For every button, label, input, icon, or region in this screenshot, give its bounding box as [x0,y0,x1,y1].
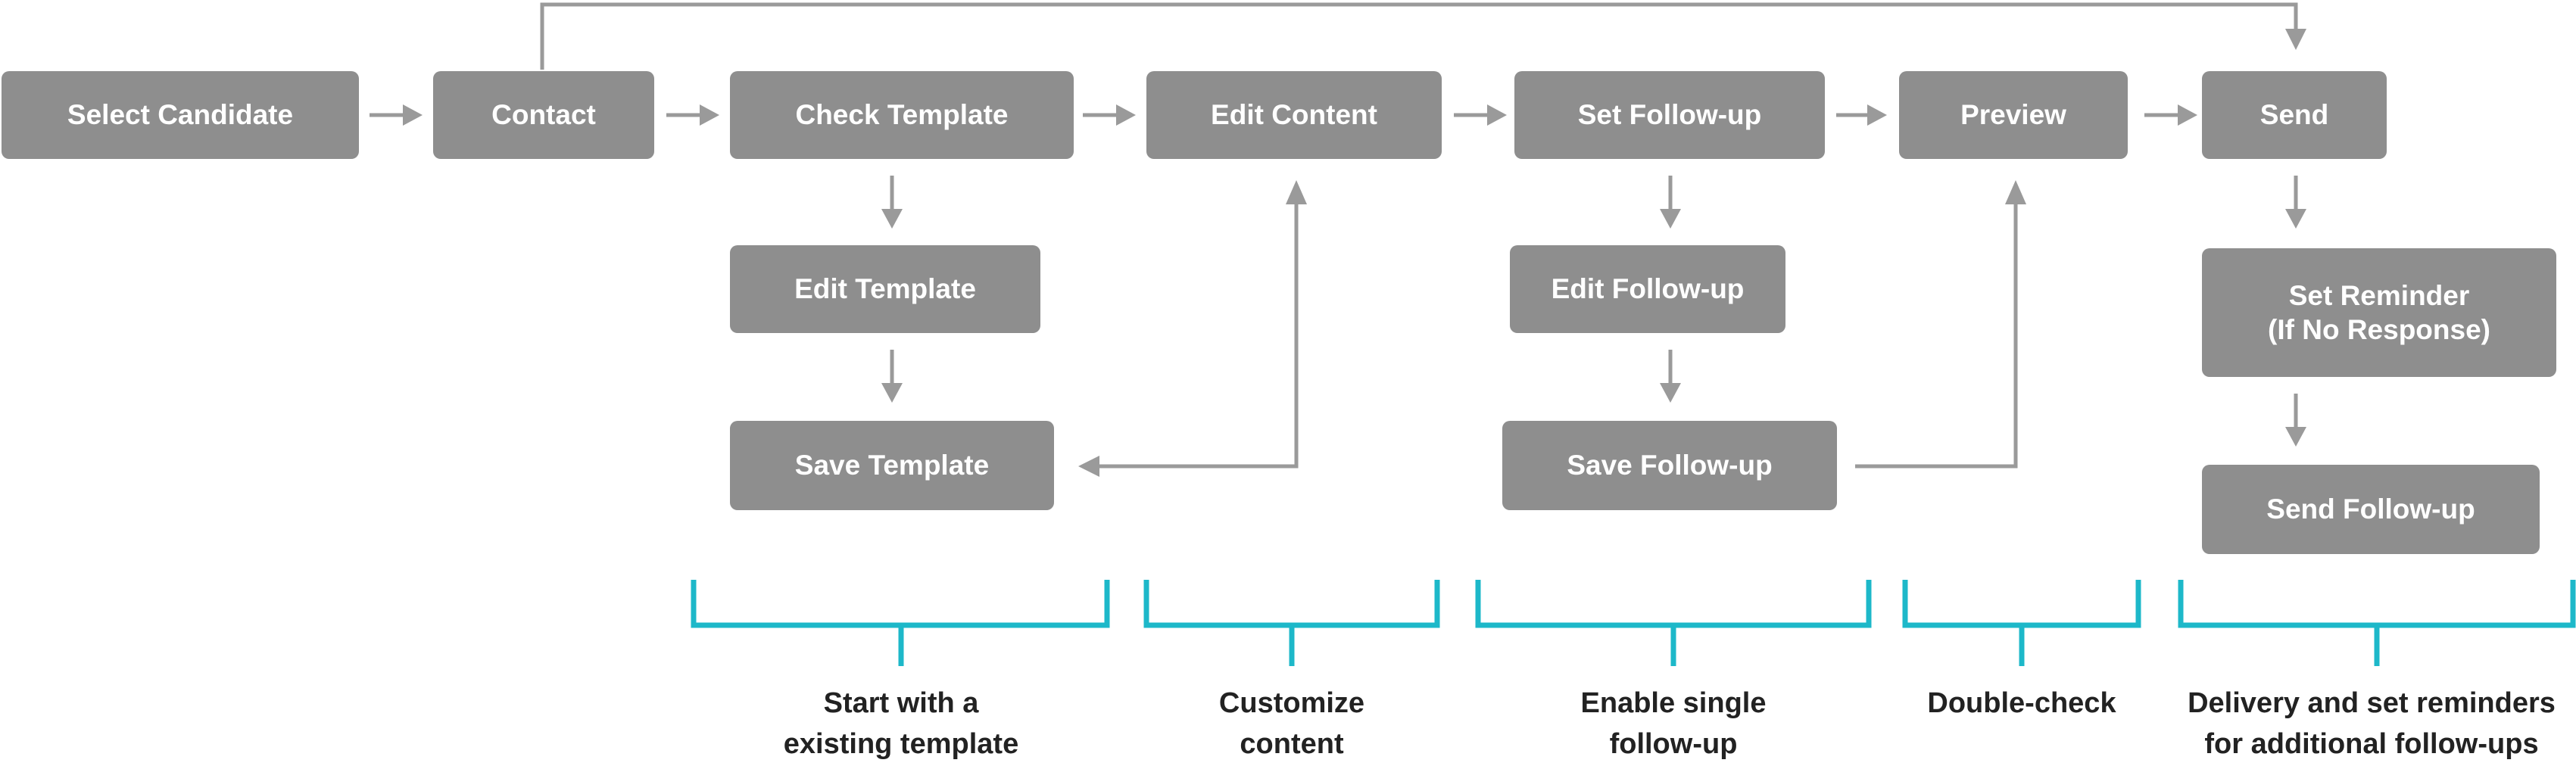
arrow-check-template-to-edit-template [881,176,903,229]
arrow-edit-template-to-save-template [881,350,903,403]
arrow-contact-to-check-template [666,104,719,126]
caption-delivery: Delivery and set reminders for additiona… [2188,687,2556,760]
node-send: Send [2202,71,2387,159]
arrow-save-follow-up-to-preview [1855,180,2026,469]
bracket-double-check [1902,580,2141,666]
node-save-follow-up: Save Follow-up [1502,421,1837,510]
arrow-select-to-contact [370,104,423,126]
arrow-set-reminder-to-send-follow-up [2285,394,2306,447]
arrow-edit-content-to-set-follow-up [1454,104,1507,126]
arrow-edit-follow-up-to-save-follow-up [1660,350,1681,403]
caption-template: Start with a existing template [783,687,1019,760]
node-label: Edit Content [1211,99,1377,131]
node-label: Edit Template [794,273,976,305]
arrow-send-to-set-reminder [2285,176,2306,229]
node-set-reminder: Set Reminder (If No Response) [2202,248,2556,377]
node-set-follow-up: Set Follow-up [1514,71,1825,159]
caption-double-check: Double-check [1927,687,2116,719]
caption-follow-up: Enable single follow-up [1580,687,1767,760]
node-check-template: Check Template [730,71,1074,159]
node-label: Send [2259,99,2329,131]
node-select-candidate: Select Candidate [2,71,359,159]
node-label: Check Template [795,99,1009,131]
caption-customize: Customize content [1218,687,1365,760]
node-label: Save Follow-up [1567,450,1773,481]
bracket-template [691,580,1110,666]
node-save-template: Save Template [730,421,1054,510]
arrow-check-template-to-edit-content [1083,104,1136,126]
node-label: Edit Follow-up [1551,273,1745,305]
node-label: Contact [491,99,596,131]
node-edit-template: Edit Template [730,245,1040,333]
bracket-customize [1143,580,1440,666]
node-send-follow-up: Send Follow-up [2202,465,2540,554]
node-label: Set Reminder (If No Response) [2268,279,2490,345]
node-label: Preview [1960,99,2066,131]
node-edit-follow-up: Edit Follow-up [1510,245,1785,333]
bracket-delivery [2178,580,2576,666]
arrow-preview-to-send [2144,104,2197,126]
node-label: Save Template [794,450,990,481]
node-preview: Preview [1899,71,2128,159]
arrow-set-follow-up-to-edit-follow-up [1660,176,1681,229]
bracket-follow-up [1475,580,1872,666]
node-label: Select Candidate [67,99,294,131]
arrow-save-template-edit-content [1078,180,1307,477]
arrow-set-follow-up-to-preview [1836,104,1887,126]
node-edit-content: Edit Content [1146,71,1442,159]
node-contact: Contact [433,71,654,159]
arrow-contact-to-send [540,2,2306,70]
node-label: Set Follow-up [1577,99,1762,131]
node-label: Send Follow-up [2266,494,2475,525]
